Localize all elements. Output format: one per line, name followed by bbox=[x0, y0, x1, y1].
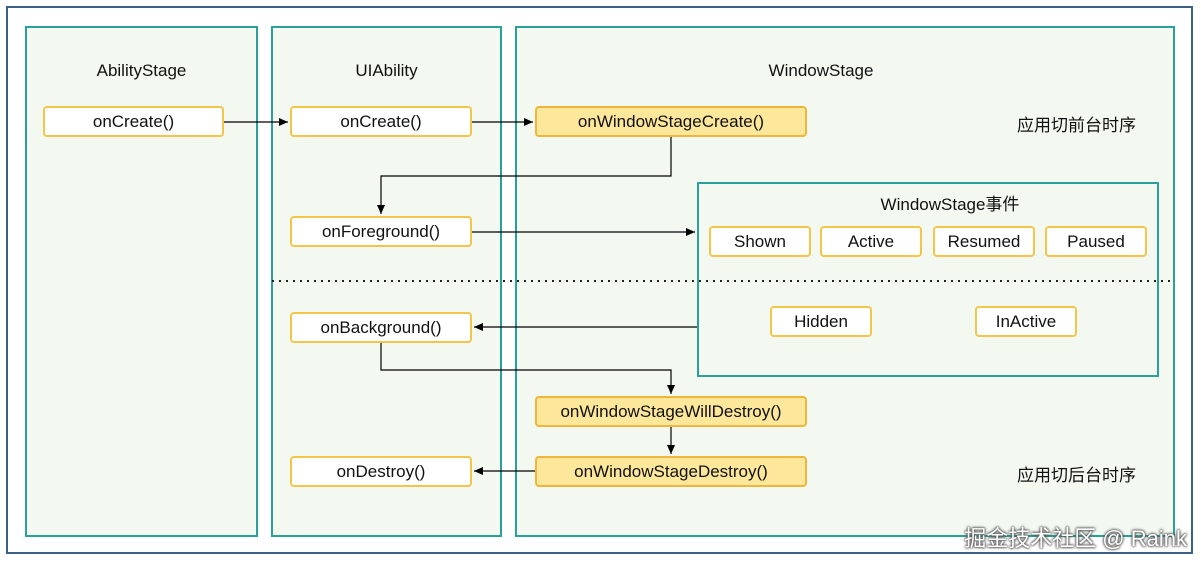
event-shown: Shown bbox=[709, 226, 811, 257]
event-resumed: Resumed bbox=[933, 226, 1035, 257]
node-uiability-onbackground: onBackground() bbox=[290, 312, 472, 343]
watermark: 掘金技术社区 @ Raink bbox=[964, 526, 1187, 551]
node-onwindowstagecreate: onWindowStageCreate() bbox=[535, 106, 807, 137]
event-paused: Paused bbox=[1045, 226, 1147, 257]
lane-title-ui-ability: UIAbility bbox=[355, 61, 418, 80]
note-foreground-sequence: 应用切前台时序 bbox=[1017, 116, 1136, 135]
lane-title-ability-stage: AbilityStage bbox=[96, 61, 187, 80]
note-background-sequence: 应用切后台时序 bbox=[1017, 466, 1136, 485]
lane-title-window-stage: WindowStage bbox=[768, 61, 874, 80]
event-hidden: Hidden bbox=[770, 306, 872, 337]
node-onwindowstagedestroy: onWindowStageDestroy() bbox=[535, 456, 807, 487]
window-stage-events-box bbox=[697, 182, 1159, 377]
node-abilitystage-oncreate: onCreate() bbox=[43, 106, 224, 137]
window-stage-events-title: WindowStage事件 bbox=[880, 195, 1020, 214]
event-active: Active bbox=[820, 226, 922, 257]
node-uiability-onforeground: onForeground() bbox=[290, 216, 472, 247]
node-uiability-ondestroy: onDestroy() bbox=[290, 456, 472, 487]
node-uiability-oncreate: onCreate() bbox=[290, 106, 472, 137]
arrow-onbackground-to-willdestroy bbox=[380, 343, 675, 394]
arrow-windowstagecreate-to-onforeground bbox=[377, 137, 672, 214]
event-inactive: InActive bbox=[975, 306, 1077, 337]
node-onwindowstagewilldestroy: onWindowStageWillDestroy() bbox=[535, 396, 807, 427]
